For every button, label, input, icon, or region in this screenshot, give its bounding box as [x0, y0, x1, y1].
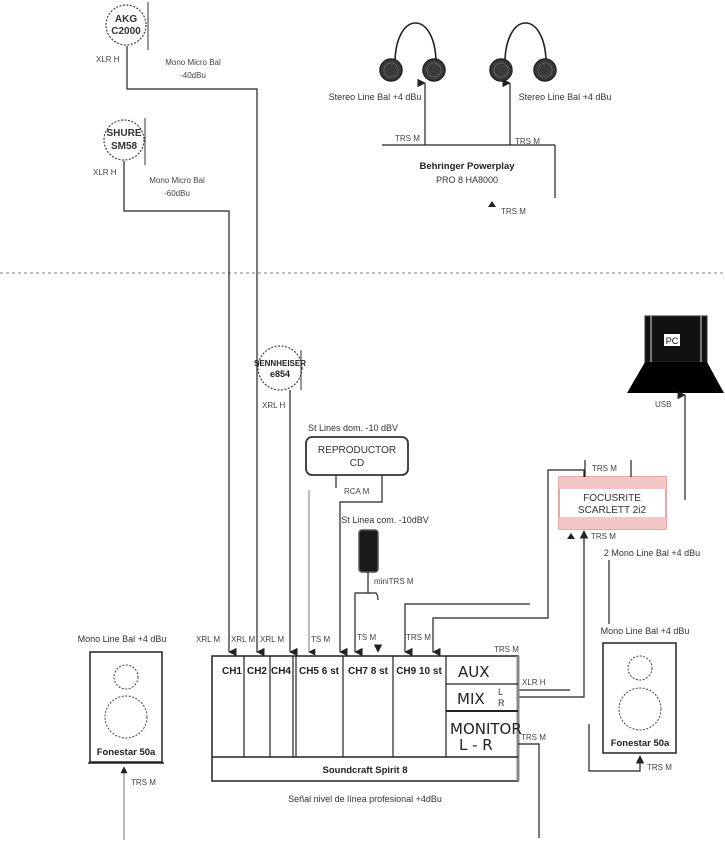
speaker-right-name: Fonestar 50a [611, 738, 670, 749]
portable-device-icon[interactable] [358, 529, 379, 573]
interface-in-top-label: TRS M [592, 464, 617, 473]
mixer[interactable] [211, 655, 520, 782]
wire-shure-ch1 [123, 161, 237, 657]
speaker-left-signal: Mono Line Bal +4 dBu [78, 634, 167, 644]
pc-keyboard-icon [627, 362, 724, 393]
woofer-icon [618, 687, 662, 731]
wire-interface-ch10 [432, 469, 585, 657]
headphone-cup-icon [422, 58, 446, 82]
mixer-name: Soundcraft Spirit 8 [323, 765, 408, 776]
pc-label: PC [666, 336, 679, 346]
interface-input-arrow-icon [567, 533, 575, 539]
portable-connector-label: miniTRS M [374, 577, 414, 586]
mixer-monitor-section[interactable]: MONITOR [450, 720, 522, 738]
mic-shure-model: SM58 [111, 141, 138, 152]
mic-akg-name: AKG [115, 14, 137, 25]
wire-akg-ch2 [126, 46, 265, 657]
ch9-input-label: TRS M [406, 633, 431, 642]
cd-player-type: CD [350, 458, 364, 469]
mic-akg-connector: XLR H [96, 55, 120, 64]
headphone-cup-icon [533, 58, 557, 82]
aux-connector-label: TRS M [494, 645, 519, 654]
wire-mix-interface [519, 530, 589, 698]
mixer-channel-9-10[interactable]: CH9 10 st [396, 666, 442, 677]
mixer-mix-r: R [498, 698, 505, 708]
mic-icon [105, 4, 147, 46]
tweeter-icon [627, 655, 653, 681]
headphones-2-label: Stereo Line Bal +4 dBu [519, 92, 612, 102]
speaker-right[interactable]: Fonestar 50a [602, 642, 677, 754]
ch5-input-label: TS M [311, 635, 330, 644]
amp-input-label: TRS M [501, 207, 526, 216]
mic-shure-signal: Mono Micro Bal [149, 176, 205, 185]
mixer-mix-section[interactable]: MIX [457, 690, 485, 708]
interface-signal-label: 2 Mono Line Bal +4 dBu [604, 548, 700, 558]
headphones-2 [489, 22, 557, 82]
mixer-aux-section[interactable]: AUX [458, 663, 490, 681]
mic-shure-level: -60dBu [164, 189, 190, 198]
mic-shure-connector: XLR H [93, 168, 117, 177]
wire-interface-ch9 [404, 603, 530, 657]
mic-sennheiser-name: SENNHEISER [254, 359, 306, 368]
interface-in-bottom-label: TRS M [591, 532, 616, 541]
mixer-mix-l: L [498, 687, 503, 697]
wire-monitor-out [518, 743, 540, 838]
mixer-channel-4[interactable]: CH4 [271, 666, 291, 677]
mixer-caption: Señal nivel de línea profesional +4dBu [288, 794, 442, 804]
cd-player[interactable]: REPRODUCTOR CD [305, 436, 409, 476]
woofer-icon [104, 695, 148, 739]
amp-input-arrow-icon [488, 201, 496, 207]
ch2-input-label: XRL M [231, 635, 255, 644]
speaker-left-name: Fonestar 50a [97, 747, 156, 758]
mixer-channel-1[interactable]: CH1 [222, 666, 242, 677]
speaker-left-connector: TRS M [131, 778, 156, 787]
cd-player-name: REPRODUCTOR [318, 445, 396, 456]
mixer-channel-5-6[interactable]: CH5 6 st [299, 666, 340, 677]
headphone-amp-name: Behringer Powerplay [419, 161, 515, 172]
interface-model: SCARLETT 2i2 [578, 505, 647, 516]
headphones-1-label: Stereo Line Bal +4 dBu [329, 92, 422, 102]
amp-out-right-label: TRS M [515, 137, 540, 146]
headphone-amp[interactable]: Behringer Powerplay PRO 8 HA8000 [382, 144, 556, 198]
tweeter-icon [113, 664, 139, 690]
wire-portable-ch7 [354, 572, 369, 657]
mic-sennheiser-connector: XRL H [262, 401, 285, 410]
headphones-1 [379, 22, 446, 82]
pc-connector-label: USB [655, 400, 671, 409]
wire-cd-ch5 [339, 475, 383, 657]
mixer-channel-7-8[interactable]: CH7 8 st [348, 666, 389, 677]
mix-connector-label: XLR H [522, 678, 546, 687]
headphone-cup-icon [379, 58, 403, 82]
mic-icon [257, 345, 303, 391]
ch7-input-label: TS M [357, 633, 376, 642]
ch4-input-label: XRL M [260, 635, 284, 644]
cd-connector-label: RCA M [344, 487, 370, 496]
mic-akg-signal: Mono Micro Bal [165, 58, 221, 67]
amp-out-left-label: TRS M [395, 134, 420, 143]
monitor-connector-label: TRS M [521, 733, 546, 742]
mic-shure-name: SHURE [106, 128, 141, 139]
wire-speaker-right [588, 724, 645, 772]
mic-sennheiser-model: e854 [270, 369, 290, 379]
ch1-input-label: XRL M [196, 635, 220, 644]
audio-interface[interactable]: FOCUSRITE SCARLETT 2i2 [558, 476, 667, 530]
speaker-right-signal: Mono Line Bal +4 dBu [601, 626, 690, 636]
mic-sennheiser[interactable]: SENNHEISER e854 [254, 345, 306, 391]
mixer-channel-2[interactable]: CH2 [247, 666, 267, 677]
mic-akg-model: C2000 [111, 26, 141, 37]
interface-name: FOCUSRITE [583, 493, 641, 504]
mic-akg[interactable]: AKG C2000 [105, 2, 149, 50]
pc[interactable]: PC [627, 315, 724, 393]
headphone-cup-icon [489, 58, 513, 82]
cd-signal-label: St Lines dom. -10 dBV [308, 423, 398, 433]
headphone-amp-model: PRO 8 HA8000 [436, 175, 498, 185]
speaker-left[interactable]: Fonestar 50a [88, 651, 164, 764]
speaker-right-connector: TRS M [647, 763, 672, 772]
mic-akg-level: -40dBu [180, 71, 206, 80]
mixer-monitor-lr: L - R [459, 736, 493, 754]
mic-shure[interactable]: SHURE SM58 [103, 118, 146, 165]
portable-signal-label: St Linea com. -10dBV [341, 515, 429, 525]
mic-icon [103, 119, 145, 161]
